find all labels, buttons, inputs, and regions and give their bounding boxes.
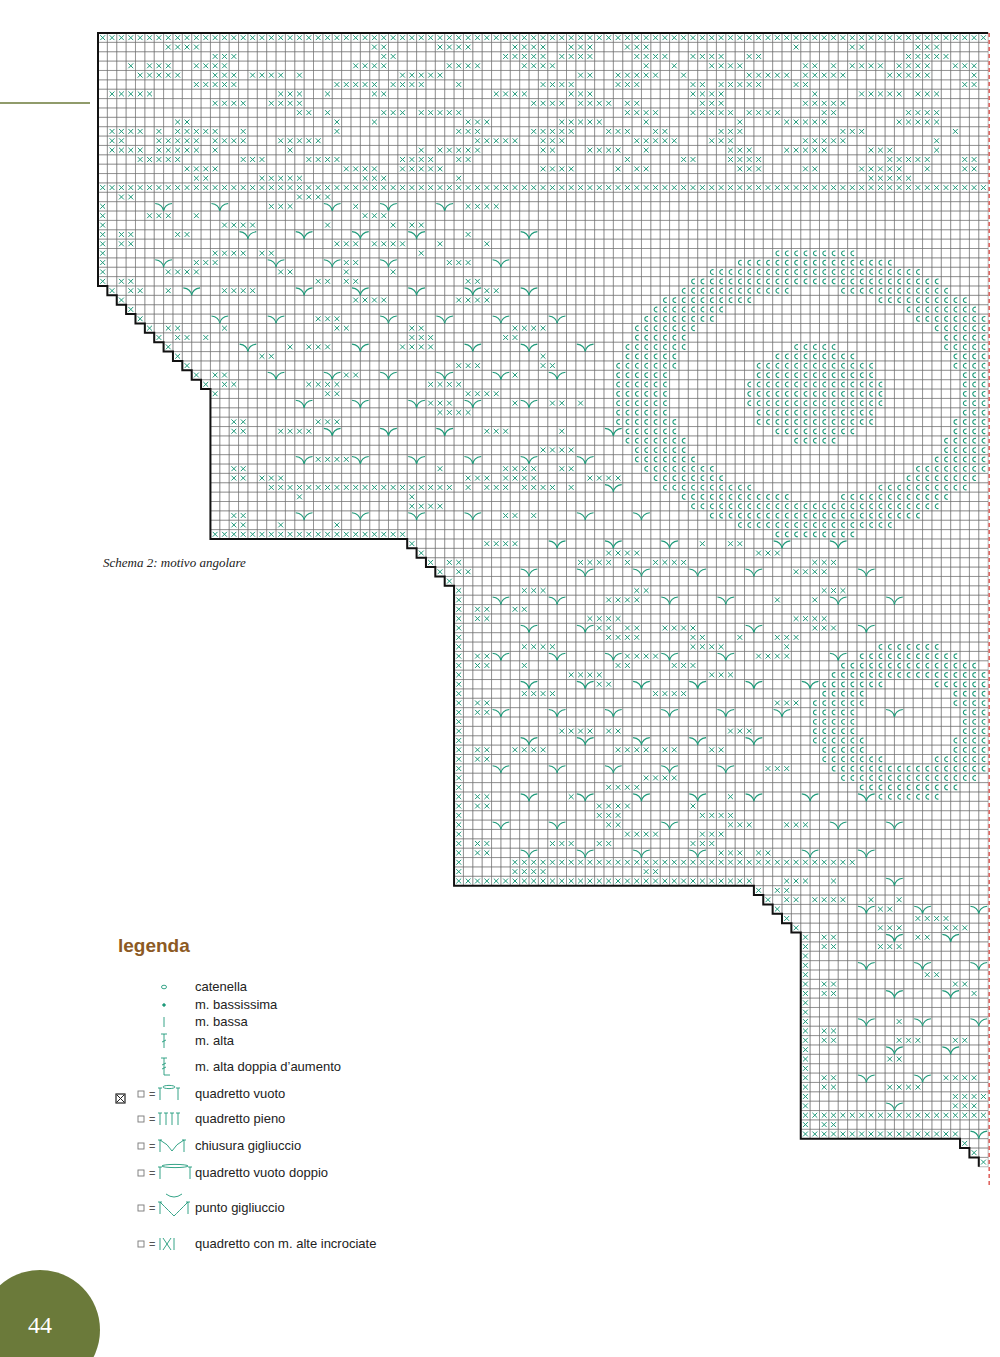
- legend-entry: m. alta: [195, 1033, 234, 1049]
- chart-ground: [98, 33, 988, 1167]
- legend-entry: quadretto vuoto doppio: [195, 1165, 328, 1181]
- symmetry-axis: [989, 33, 990, 1186]
- legend-entry: quadretto pieno: [195, 1111, 285, 1127]
- chart-outline: [98, 33, 988, 1167]
- legend-entry: punto gigliuccio: [195, 1200, 285, 1216]
- equals-sign: =: [149, 1201, 155, 1215]
- gigliuccio-symbols: [155, 204, 987, 1139]
- legend-symbols: [138, 985, 192, 1250]
- margin-rule: [0, 102, 90, 104]
- equals-sign: =: [149, 1139, 155, 1153]
- equals-sign: =: [149, 1237, 155, 1251]
- legend-entry: chiusura gigliuccio: [195, 1138, 301, 1154]
- legend-entry: m. alta doppia d’aumento: [195, 1059, 341, 1075]
- double-treble-symbols: [617, 251, 986, 799]
- sample-box-cross: [117, 1095, 124, 1102]
- legend-entry: m. bassissima: [195, 997, 277, 1013]
- legend-entry: catenella: [195, 979, 247, 995]
- legend-entry: quadretto vuoto: [195, 1086, 285, 1102]
- legend-entry: m. bassa: [195, 1014, 248, 1030]
- equals-sign: =: [149, 1112, 155, 1126]
- cross-symbols: [100, 35, 986, 1164]
- legend-entry: quadretto con m. alte incrociate: [195, 1236, 376, 1252]
- chart-caption: Schema 2: motivo angolare: [103, 555, 246, 571]
- legend-heading: legenda: [118, 935, 190, 957]
- grid-lines: [98, 33, 988, 1167]
- page-badge: [0, 1270, 100, 1357]
- sample-box: [116, 1094, 125, 1103]
- equals-sign: =: [149, 1166, 155, 1180]
- page-number: 44: [28, 1311, 52, 1339]
- equals-sign: =: [149, 1087, 155, 1101]
